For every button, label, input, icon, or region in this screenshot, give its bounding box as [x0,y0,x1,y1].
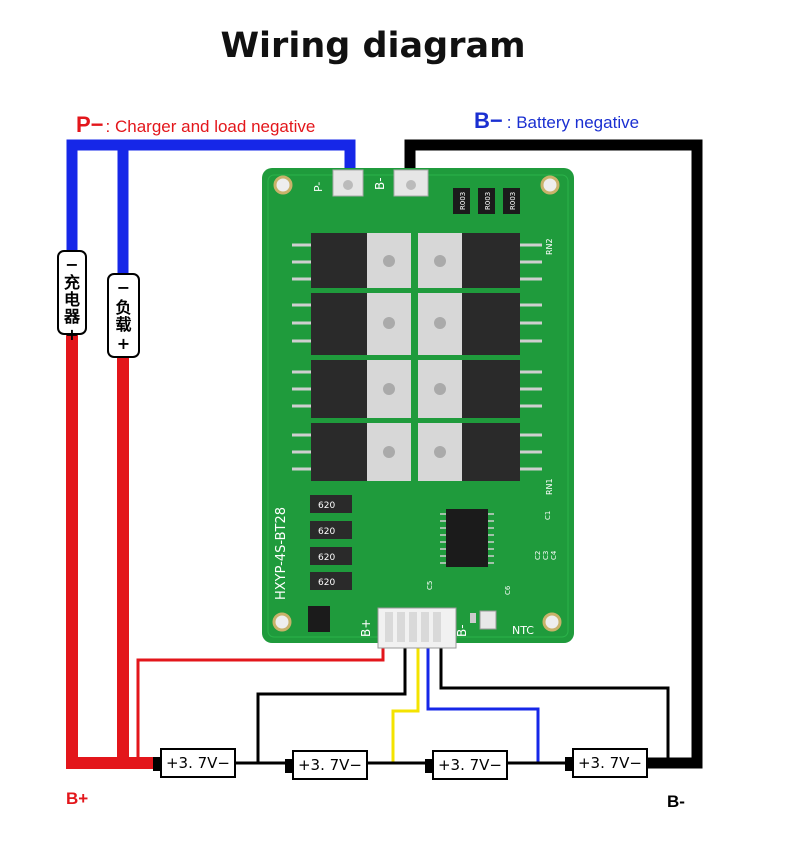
load-tag-plus: + [116,334,131,353]
pcb-net-label-c5: C5 [426,581,434,590]
balance-connector [377,607,457,649]
pcb-net-label-c1: C1 [544,511,552,520]
battery-cell-label: +3. 7V− [577,754,643,772]
load-tag-minus: − [116,278,131,297]
b-minus-label: B−: Battery negative [474,108,639,134]
p-minus-symbol: P− [76,112,104,137]
pcb-conn-bminus-label: B- [455,624,469,637]
battery-cell-1: +3. 7V− [153,748,236,778]
b-minus-wire [404,139,703,769]
shunt-resistors [453,188,520,214]
p-minus-label: P−: Charger and load negative [76,112,315,138]
pcb-cap-label-4: 620 [318,578,335,588]
cell-terminal [153,757,161,771]
pcb-resistor-label-2: R003 [484,192,492,210]
pcb-ntc-label: NTC [512,624,534,637]
pcb-net-label-rn2: RN2 [545,238,554,255]
balance-wire-black-1 [256,648,407,763]
balance-wire-black-2 [439,648,670,763]
balance-wire-yellow [391,648,420,763]
battery-cell-label: +3. 7V− [297,756,363,774]
battery-cell-4: +3. 7V− [565,748,648,778]
cell-terminal [565,757,573,771]
pcb-pad-b-label: B- [373,177,387,190]
pcb-resistor-label-3: R003 [509,192,517,210]
cell-terminal [285,759,293,773]
b-minus-terminal-label: B- [667,792,685,811]
diagram-title: Wiring diagram [220,26,526,66]
pcb-model-label: HXYP-4S-BT28 [274,507,289,600]
charger-tag-minus: − [65,255,79,274]
cell-terminal [425,759,433,773]
pcb-net-label-c3: C3 [542,551,550,560]
load-tag: − 负载 + [107,273,140,358]
battery-cell-label: +3. 7V− [165,754,231,772]
balance-wire-blue [426,648,540,763]
load-tag-label: 负载 [115,297,132,334]
pcb-resistor-label-1: R003 [459,192,467,210]
charger-tag-plus: + [65,325,79,344]
pcb-net-label-rn1: RN1 [545,478,554,495]
p-minus-text: : Charger and load negative [105,117,316,136]
b-minus-text: : Battery negative [506,113,640,132]
pcb-pad-p-label: P- [312,182,325,192]
pcb-net-label-c4: C4 [550,550,558,560]
pcb-cap-label-1: 620 [318,501,335,511]
pcb-cap-label-2: 620 [318,527,335,537]
balance-wire-red [136,648,385,763]
b-plus-terminal-label: B+ [66,789,89,808]
battery-cell-label: +3. 7V− [437,756,503,774]
b-minus-symbol: B− [474,108,503,133]
charger-tag: − 充电器 + [57,250,87,344]
pcb-net-label-c6: C6 [504,585,512,595]
charger-tag-label: 充电器 [64,273,81,326]
pcb-cap-label-3: 620 [318,553,335,563]
bms-pcb [262,168,574,649]
battery-cell-2: +3. 7V− [285,750,368,780]
capacitor-column [310,495,352,590]
pcb-net-label-c2: C2 [534,551,542,560]
mosfet-array [311,233,520,481]
protection-ic [446,509,488,567]
battery-cell-3: +3. 7V− [425,750,508,780]
b-plus-wire-charger [66,330,158,769]
pcb-conn-bplus-label: B+ [359,619,373,637]
